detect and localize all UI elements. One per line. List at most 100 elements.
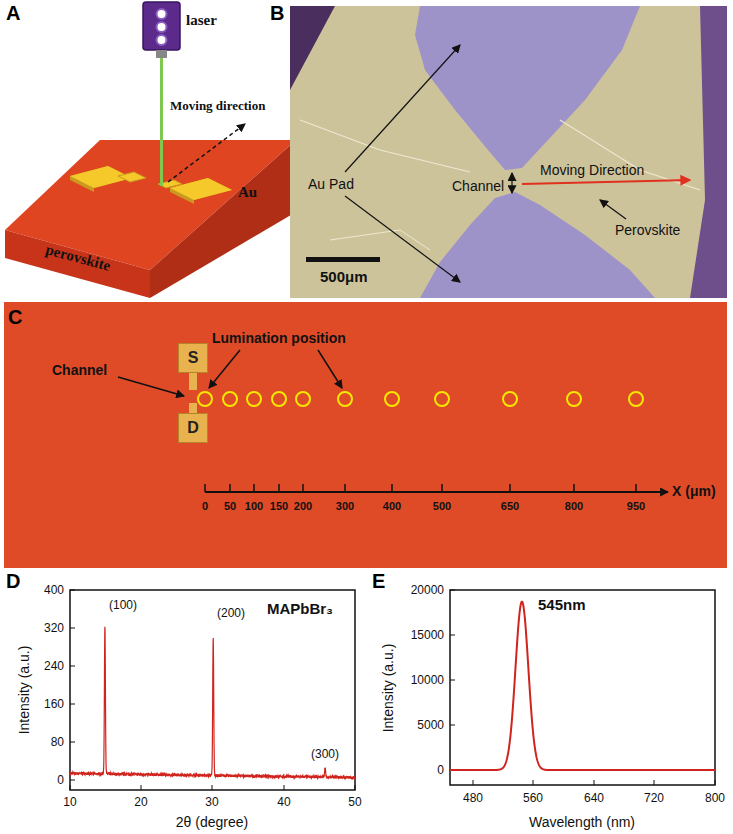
tick-label: 800 bbox=[705, 791, 725, 805]
axis-tick bbox=[450, 590, 455, 591]
peak-label: 545nm bbox=[538, 596, 586, 613]
axis-tick bbox=[70, 628, 75, 629]
block-side bbox=[150, 140, 296, 298]
axis-tick bbox=[594, 780, 595, 785]
scale-bar bbox=[306, 257, 380, 262]
tick-label: 50 bbox=[224, 500, 236, 512]
callout-label: Perovskite bbox=[615, 222, 680, 238]
axis-tick bbox=[533, 780, 534, 785]
laser-ring bbox=[157, 35, 167, 45]
panel-letter: E bbox=[372, 570, 385, 593]
tick-label: 0 bbox=[57, 773, 64, 787]
axis-tick bbox=[441, 484, 443, 492]
callout-label: Channel bbox=[52, 362, 107, 378]
illumination-spot bbox=[296, 392, 310, 406]
axis-tick bbox=[70, 590, 75, 591]
pad-label: D bbox=[187, 419, 199, 437]
axis-tick bbox=[278, 484, 280, 492]
laser-body bbox=[143, 2, 180, 50]
axis-tick bbox=[473, 780, 474, 785]
panel-letter: C bbox=[8, 306, 22, 329]
tick-label: 400 bbox=[383, 500, 401, 512]
axis-tick bbox=[70, 742, 75, 743]
tick-label: 100 bbox=[245, 500, 263, 512]
tick-label: 20000 bbox=[411, 583, 444, 597]
panel-letter: D bbox=[6, 570, 20, 593]
x-axis bbox=[205, 491, 668, 493]
pl-curve bbox=[450, 602, 715, 770]
axis-tick bbox=[450, 680, 455, 681]
tick-label: 650 bbox=[501, 500, 519, 512]
sem-crack bbox=[330, 230, 430, 250]
sem-background bbox=[290, 6, 727, 298]
tick-label: 160 bbox=[44, 697, 64, 711]
laser-device bbox=[143, 2, 180, 186]
tick-label: 320 bbox=[44, 621, 64, 635]
tick-label: 50 bbox=[348, 795, 361, 809]
axis-tick bbox=[635, 484, 637, 492]
axis-tick bbox=[70, 704, 75, 705]
laser-nozzle bbox=[156, 50, 167, 58]
tick-label: 640 bbox=[584, 791, 604, 805]
axis-tick bbox=[70, 780, 75, 781]
tick-label: 400 bbox=[44, 583, 64, 597]
tick-label: 480 bbox=[463, 791, 483, 805]
tick-label: 5000 bbox=[417, 718, 444, 732]
illumination-spot bbox=[198, 392, 212, 406]
tick-label: 0 bbox=[437, 763, 444, 777]
axis-tick bbox=[253, 484, 255, 492]
illumination-spot bbox=[629, 392, 643, 406]
illumination-spot bbox=[567, 392, 581, 406]
axis-tick bbox=[509, 484, 511, 492]
axis-tick bbox=[450, 635, 455, 636]
leader-line bbox=[209, 350, 240, 388]
channel-arrow bbox=[511, 173, 512, 193]
peak-label: (200) bbox=[217, 606, 245, 620]
leader-line bbox=[118, 377, 184, 396]
tick-label: 500 bbox=[433, 500, 451, 512]
direction-label: Moving direction bbox=[170, 98, 265, 114]
tick-label: 20 bbox=[134, 795, 147, 809]
tick-label: 560 bbox=[523, 791, 543, 805]
axis-label: X (μm) bbox=[672, 483, 716, 499]
axis-tick bbox=[344, 484, 346, 492]
gold-pad-tab bbox=[118, 172, 146, 182]
laser-ring bbox=[157, 22, 167, 32]
tick-label: 950 bbox=[627, 500, 645, 512]
axis-tick bbox=[284, 785, 285, 790]
axis-tick bbox=[229, 484, 231, 492]
axis-tick bbox=[573, 484, 575, 492]
au-pads bbox=[70, 166, 232, 204]
tick-label: 30 bbox=[205, 795, 218, 809]
callout-label: Channel bbox=[452, 178, 504, 194]
sem-pad-region bbox=[415, 6, 640, 170]
electrode-pad: D bbox=[178, 413, 208, 443]
scale-label: 500μm bbox=[320, 268, 368, 285]
tick-label: 240 bbox=[44, 659, 64, 673]
tick-label: 15000 bbox=[411, 628, 444, 642]
axis-tick bbox=[70, 666, 75, 667]
pad-label: S bbox=[188, 349, 199, 367]
pad-stem bbox=[189, 372, 197, 390]
axis-tick bbox=[70, 785, 71, 790]
sample-label: MAPbBr₃ bbox=[267, 600, 333, 617]
gold-pad bbox=[170, 178, 232, 200]
axis-tick bbox=[391, 484, 393, 492]
callout-label: Lumination position bbox=[212, 330, 346, 346]
electrode-pad: S bbox=[178, 343, 208, 373]
tick-label: 720 bbox=[644, 791, 664, 805]
sem-image bbox=[290, 6, 727, 298]
illumination-spot bbox=[385, 392, 399, 406]
leader-line bbox=[345, 45, 460, 172]
sem-dark-region bbox=[290, 6, 335, 90]
axis-title: Intensity (a.u.) bbox=[16, 646, 32, 735]
illumination-spot bbox=[247, 392, 261, 406]
leader-line bbox=[318, 350, 342, 388]
leader-line bbox=[600, 200, 626, 219]
panel-letter: A bbox=[6, 2, 20, 25]
tick-label: 0 bbox=[202, 500, 208, 512]
pad-edge bbox=[70, 166, 132, 192]
axis-tick bbox=[302, 484, 304, 492]
tick-label: 800 bbox=[565, 500, 583, 512]
